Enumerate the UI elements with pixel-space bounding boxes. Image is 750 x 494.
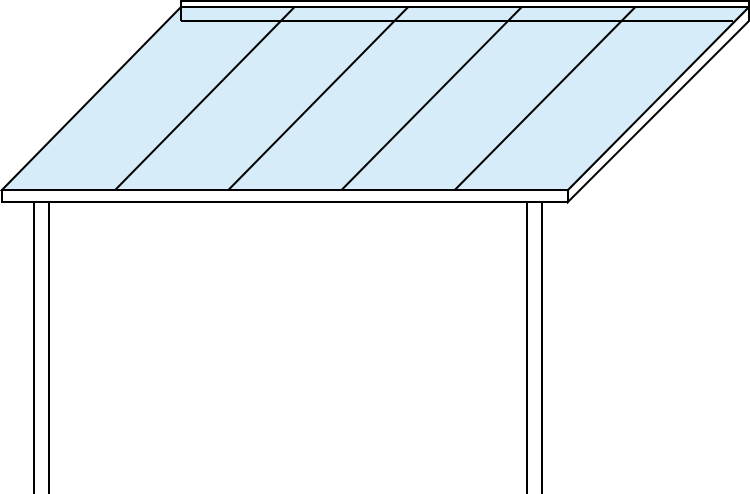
left-post [33,201,50,494]
front-gutter-beam [1,189,569,203]
roof-glazing [0,6,750,191]
wall-plate [180,0,750,8]
rafter-line [227,6,409,191]
rafter-line [114,6,296,191]
rafter-line [340,6,523,191]
right-post [526,201,543,494]
rafter-line [454,6,637,191]
